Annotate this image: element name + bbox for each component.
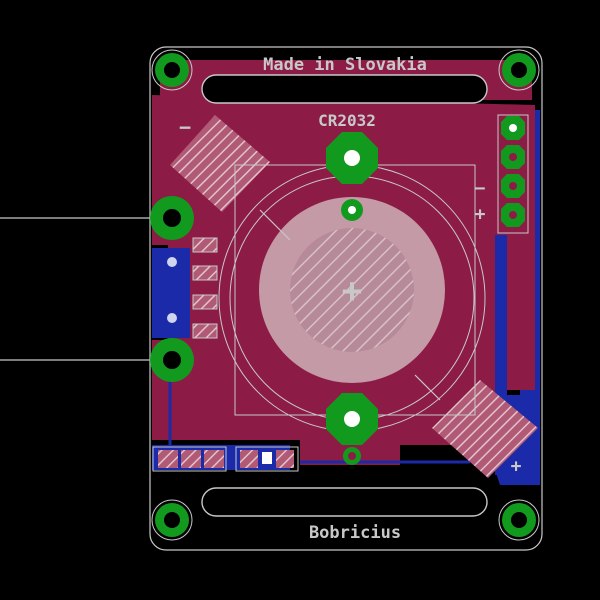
via-center-top-hole — [348, 206, 356, 214]
smd-row-bottom — [152, 446, 299, 472]
sign-plus-right: + — [475, 204, 486, 225]
sign-minus-right: − — [475, 178, 486, 199]
label-author: Bobricius — [309, 523, 401, 543]
wire-pad-top[interactable] — [150, 196, 194, 240]
holder-mark-2 — [414, 374, 441, 401]
battery-contact-top-hole — [344, 150, 360, 166]
center-symbol: + — [342, 271, 362, 311]
via-center-bottom-hole — [348, 452, 356, 460]
label-battery: CR2032 — [318, 111, 376, 130]
battery-pad-plus — [432, 380, 538, 478]
battery-contact-bottom-hole — [344, 411, 360, 427]
slot-top — [201, 74, 488, 104]
mount-hole-top-left — [151, 49, 193, 91]
sign-plus-bottom-right: + — [511, 456, 522, 477]
label-made-in: Made in Slovakia — [263, 55, 427, 75]
mount-hole-bottom-right — [498, 499, 540, 541]
slot-bottom — [201, 487, 488, 517]
header-pins[interactable] — [497, 114, 529, 234]
battery-center-pad — [290, 228, 414, 352]
holder-mark-1 — [259, 209, 291, 241]
battery-pad-minus — [170, 115, 270, 212]
mount-hole-top-right — [498, 49, 540, 91]
board-outline — [149, 46, 543, 551]
smd-pads-left — [167, 237, 218, 339]
wire-pad-bottom[interactable] — [150, 338, 194, 382]
sign-minus-left: − — [179, 115, 191, 139]
mount-hole-bottom-left — [151, 499, 193, 541]
